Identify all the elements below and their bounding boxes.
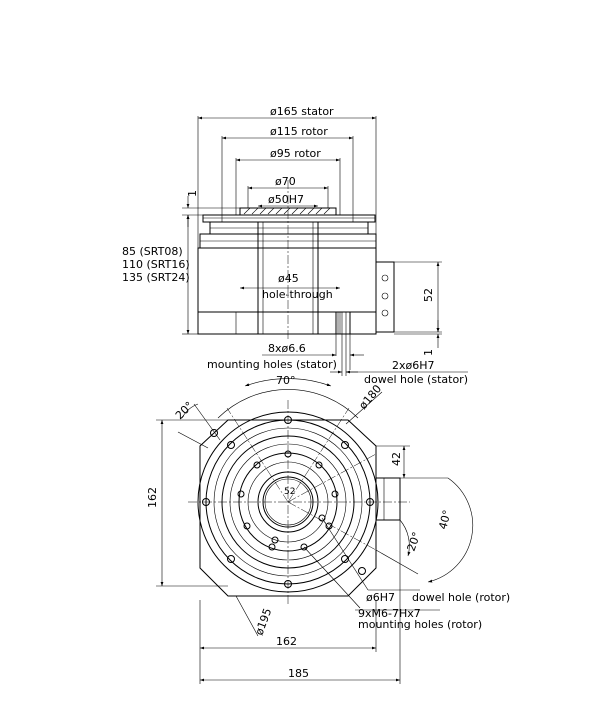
dim-70: ø70 (275, 175, 296, 188)
side-view-dimensions: ø165 stator ø115 rotor ø95 rotor ø70 ø50… (122, 105, 468, 386)
dim-185: 185 (288, 667, 309, 680)
dim-52-small: 52 (284, 487, 295, 497)
dim-8x66: 8xø6.6 (268, 342, 306, 355)
dim-6h7: ø6H7 (366, 591, 395, 604)
plan-view (188, 389, 410, 606)
height-srt08: 85 (SRT08) (122, 245, 183, 258)
dim-1-top: 1 (186, 190, 199, 197)
dim-2x6h7: 2xø6H7 (392, 359, 435, 372)
dim-stator-165: ø165 stator (270, 105, 334, 118)
plan-view-dimensions: 70° 20° ø180 42 162 52 40° 20° ø6H7 dowe… (146, 374, 510, 684)
angle-70: 70° (276, 374, 296, 387)
dowel-hole-rotor: dowel hole (rotor) (412, 591, 510, 604)
dim-42: 42 (390, 452, 403, 466)
dim-50h7: ø50H7 (268, 193, 304, 206)
hole-through-label: hole-through (262, 288, 333, 301)
dim-162-horizontal: 162 (276, 635, 297, 648)
height-srt16: 110 (SRT16) (122, 258, 190, 271)
dim-1-bottom: 1 (422, 349, 435, 356)
angle-40: 40° (436, 509, 454, 531)
connector (375, 261, 395, 333)
base-plate (199, 419, 377, 597)
angle-20-right: 20° (405, 530, 424, 553)
angle-20-left: 20° (173, 399, 196, 422)
dim-rotor-95: ø95 rotor (270, 147, 321, 160)
dim-9xm6: 9xM6-7Hx7 (358, 607, 421, 620)
side-view (197, 180, 395, 340)
dowel-hole-stator: dowel hole (stator) (364, 373, 468, 386)
dim-162-vertical: 162 (146, 487, 159, 508)
dim-180: ø180 (356, 382, 384, 412)
height-srt24: 135 (SRT24) (122, 271, 190, 284)
mounting-holes-rotor: mounting holes (rotor) (358, 618, 482, 631)
dim-195: ø195 (253, 607, 275, 638)
dim-52: 52 (422, 288, 435, 302)
mounting-holes-stator: mounting holes (stator) (207, 358, 337, 371)
connector-plan (375, 477, 401, 521)
dim-rotor-115: ø115 rotor (270, 125, 328, 138)
rotor-disc (202, 214, 376, 223)
stator-base (197, 311, 377, 335)
dim-45: ø45 (278, 272, 299, 285)
